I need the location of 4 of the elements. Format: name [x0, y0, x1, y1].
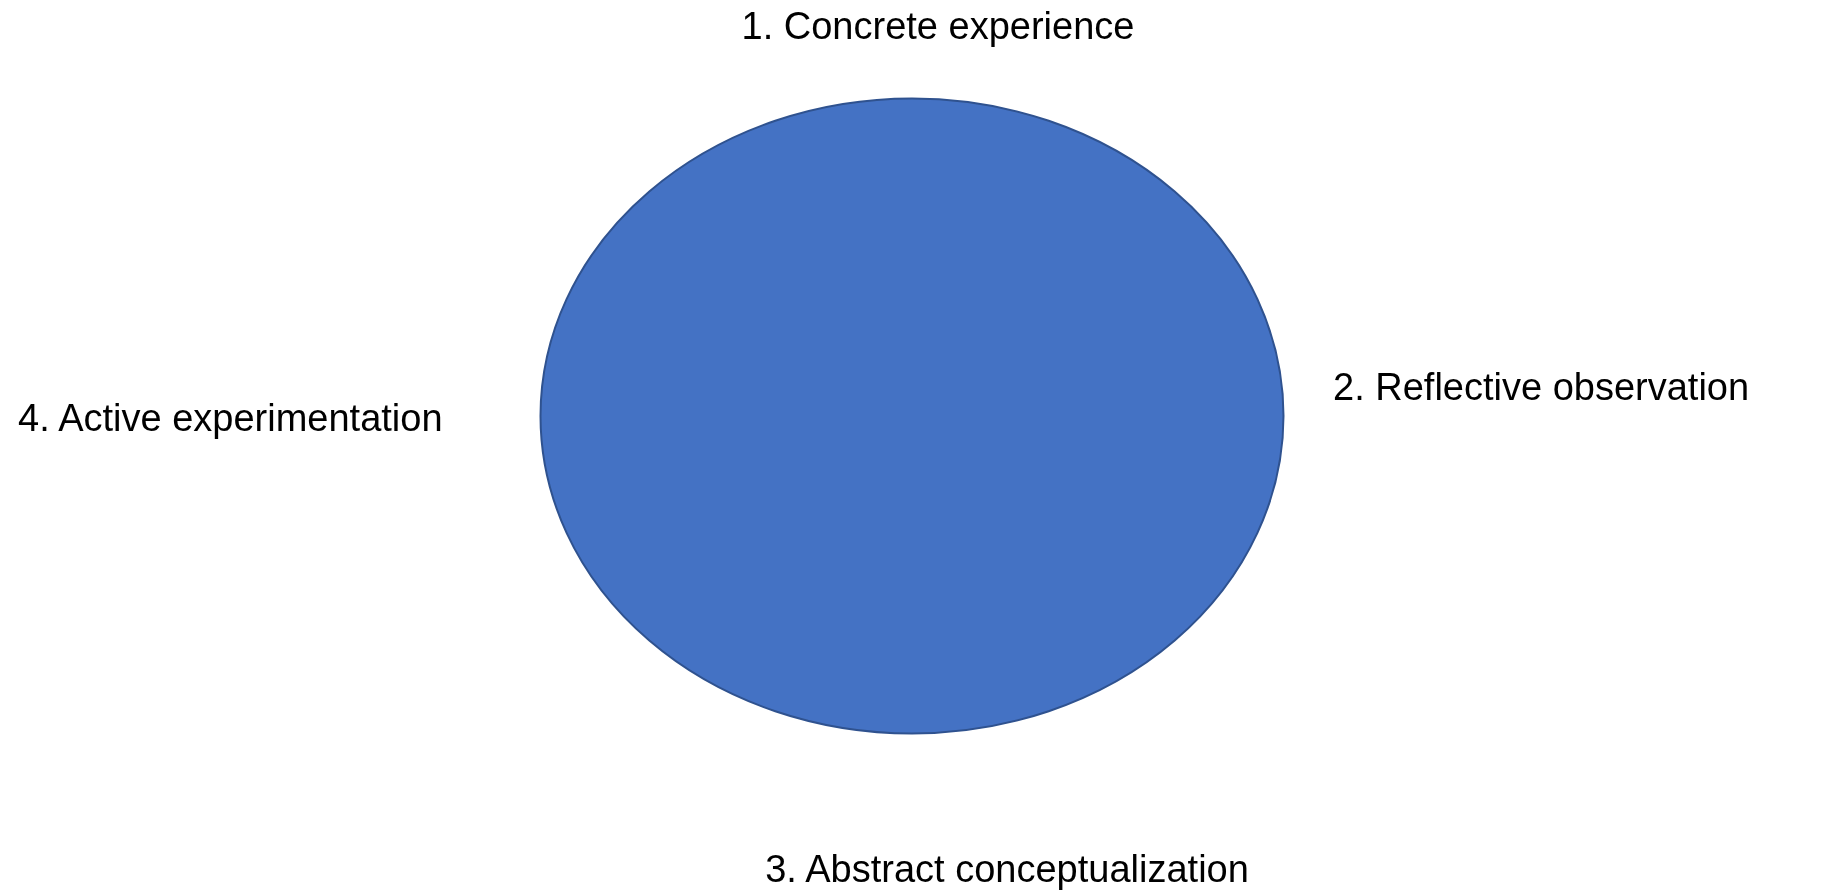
stage-label: 1. Concrete experience: [741, 4, 1135, 48]
stage-label: 3. Abstract conceptualization: [765, 847, 1249, 891]
stage-label: 4. Active experimentation: [18, 396, 443, 440]
stage-label: 2. Reflective observation: [1333, 365, 1750, 409]
